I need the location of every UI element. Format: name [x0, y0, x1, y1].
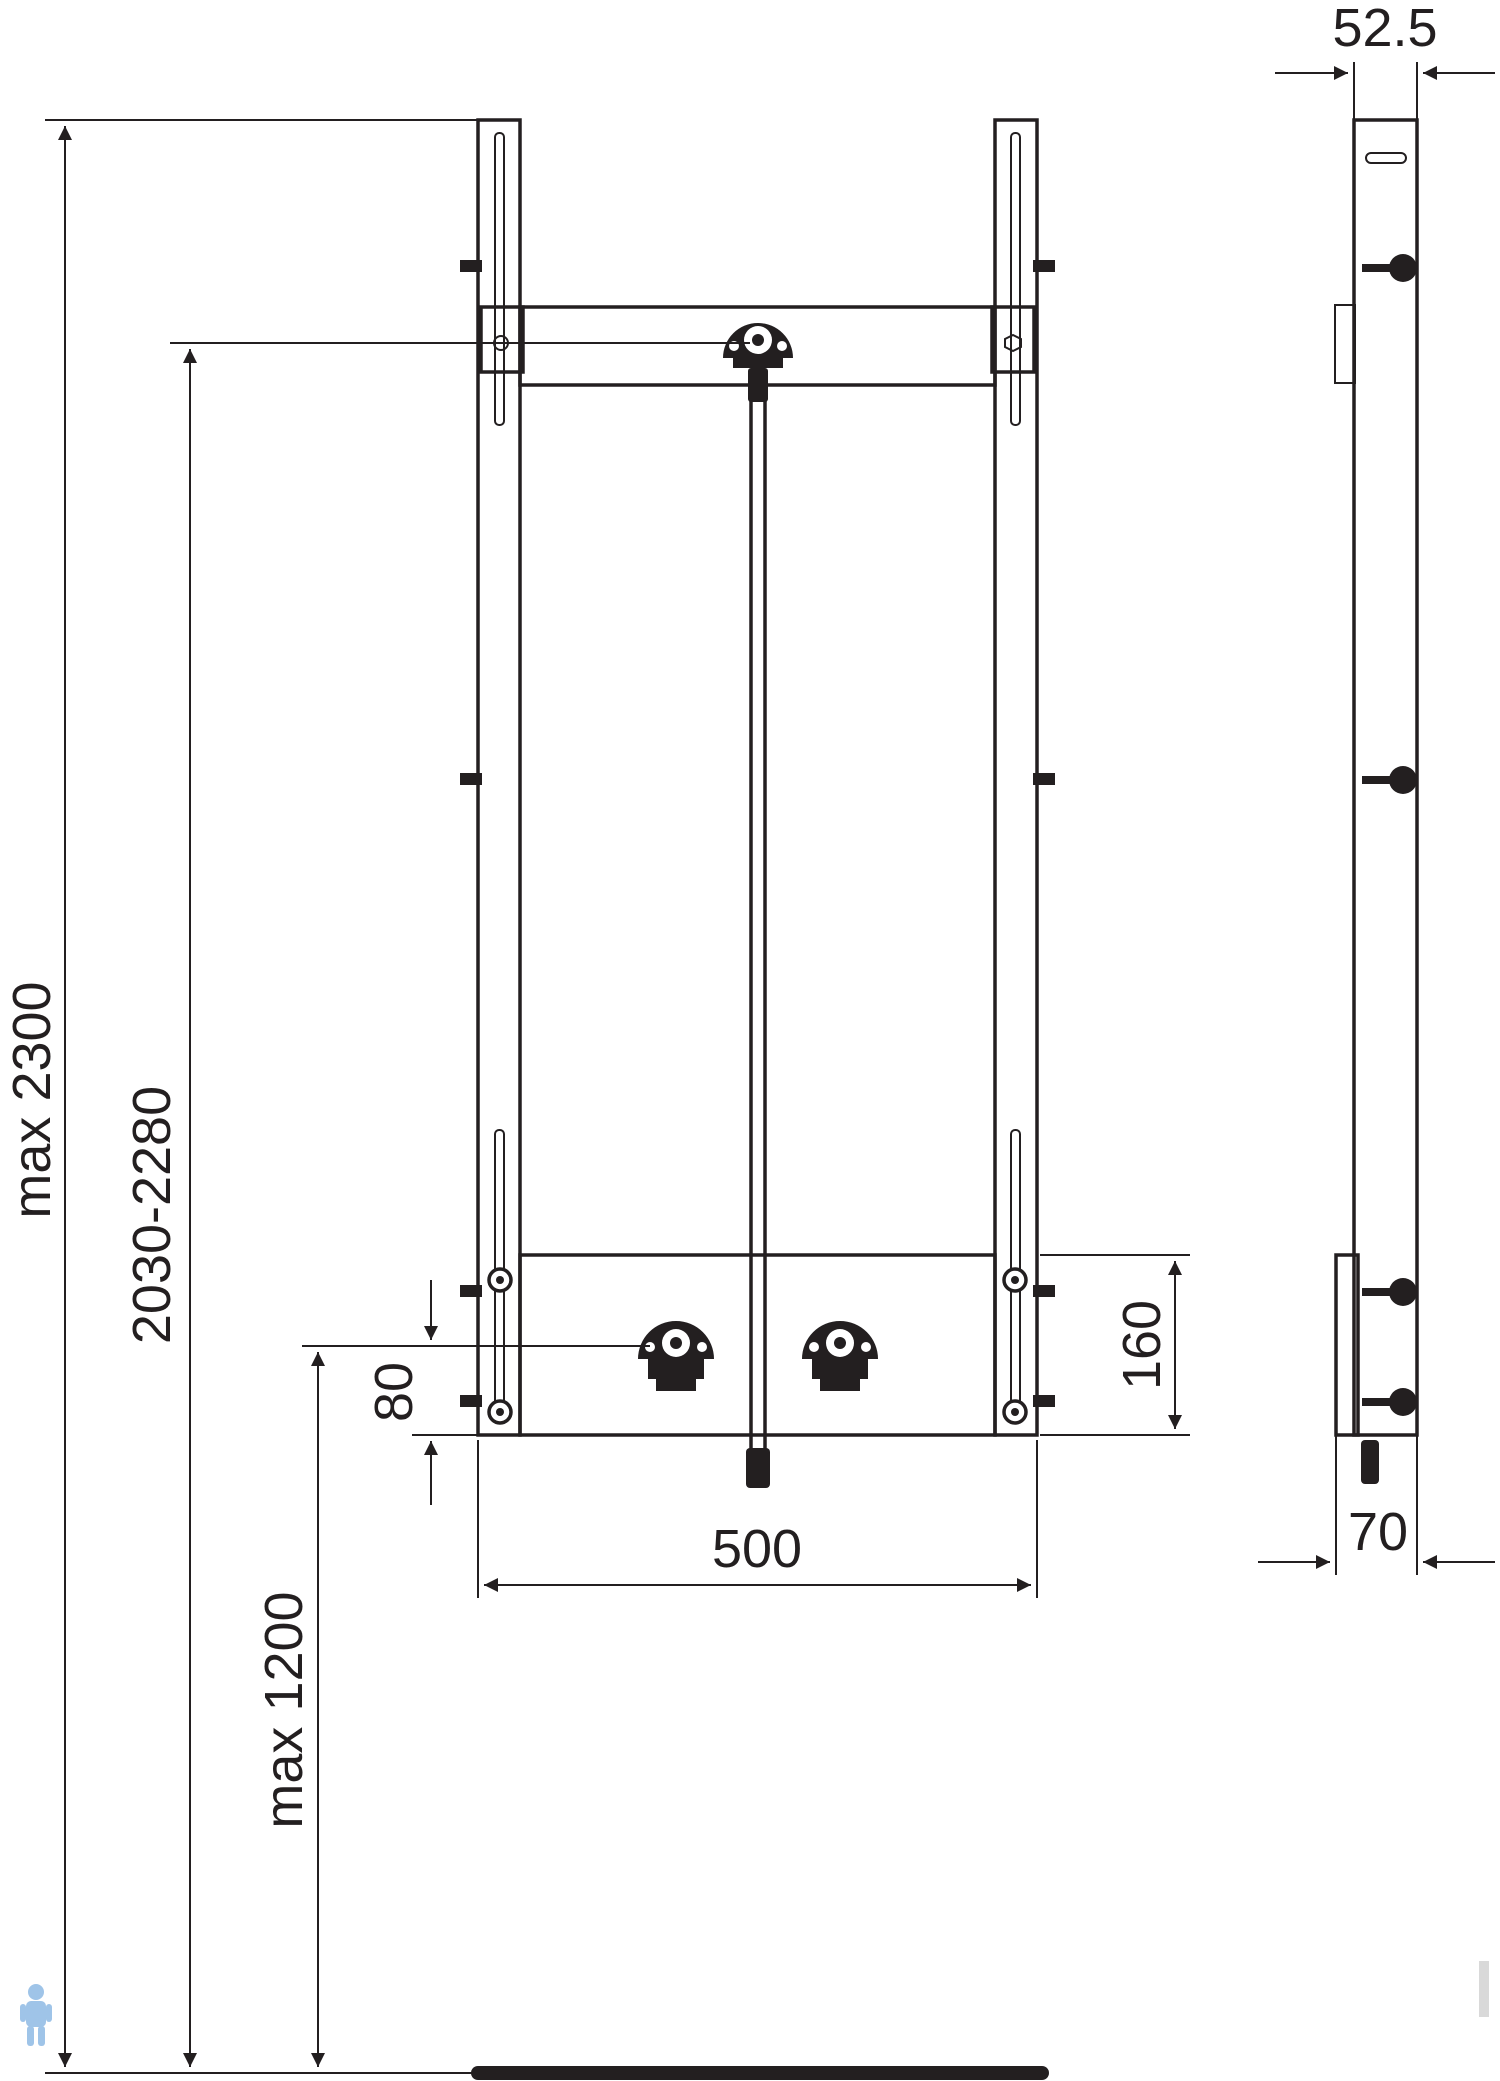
side-view-fittings	[1361, 254, 1417, 1484]
right-upright-slot-top	[1010, 132, 1021, 426]
dim-outlet-height-label: max 1200	[254, 1591, 314, 1828]
lower-left-outlet-elbow	[638, 1321, 714, 1391]
side-view	[1334, 118, 1419, 1484]
dim-plate-height-label: 160	[1112, 1300, 1172, 1390]
side-profile	[1352, 118, 1419, 1437]
dim-total-height: max 2300	[2, 119, 478, 2074]
dim-outlet-spacing: 80	[364, 1280, 478, 1505]
dim-frame-width-label: 500	[712, 1519, 802, 1579]
right-bracket-nut	[1004, 333, 1022, 353]
left-upright	[476, 118, 522, 1437]
vertical-watermark	[1479, 1961, 1489, 2017]
plate-fixing-screws	[487, 1267, 1028, 1425]
top-outlet-elbow	[723, 323, 793, 368]
right-upright	[993, 118, 1039, 1437]
dim-side-depth-bottom-label: 70	[1348, 1502, 1408, 1562]
dim-total-height-label: max 2300	[2, 981, 62, 1218]
side-top-clip	[1334, 304, 1356, 384]
lower-right-outlet-elbow	[802, 1321, 878, 1391]
pipe-top-fitting	[748, 368, 768, 402]
dim-outlet-height: max 1200	[254, 1345, 650, 2067]
dim-plate-height: 160	[1040, 1254, 1190, 1436]
supply-pipe	[749, 398, 767, 1452]
side-lower-bracket	[1334, 1253, 1360, 1437]
dim-outlet-spacing-label: 80	[364, 1362, 424, 1422]
left-upright-slot-top	[494, 132, 505, 426]
dim-side-depth-bottom: 70	[1258, 1435, 1495, 1575]
dim-side-depth-top: 52.5	[1275, 0, 1495, 120]
dim-frame-width: 500	[477, 1440, 1038, 1598]
left-bracket	[479, 305, 525, 374]
pipe-bottom-fitting	[746, 1448, 770, 1488]
dim-side-depth-top-label: 52.5	[1332, 0, 1437, 58]
plumber-figure-logo	[20, 1984, 52, 2046]
right-bracket	[990, 305, 1036, 374]
front-view	[460, 118, 1055, 2080]
upright-side-bolts	[460, 260, 1055, 1407]
dim-adjust-range-label: 2030-2280	[122, 1086, 182, 1344]
side-profile-slot	[1365, 152, 1407, 164]
dim-adjust-range: 2030-2280	[122, 342, 750, 2067]
